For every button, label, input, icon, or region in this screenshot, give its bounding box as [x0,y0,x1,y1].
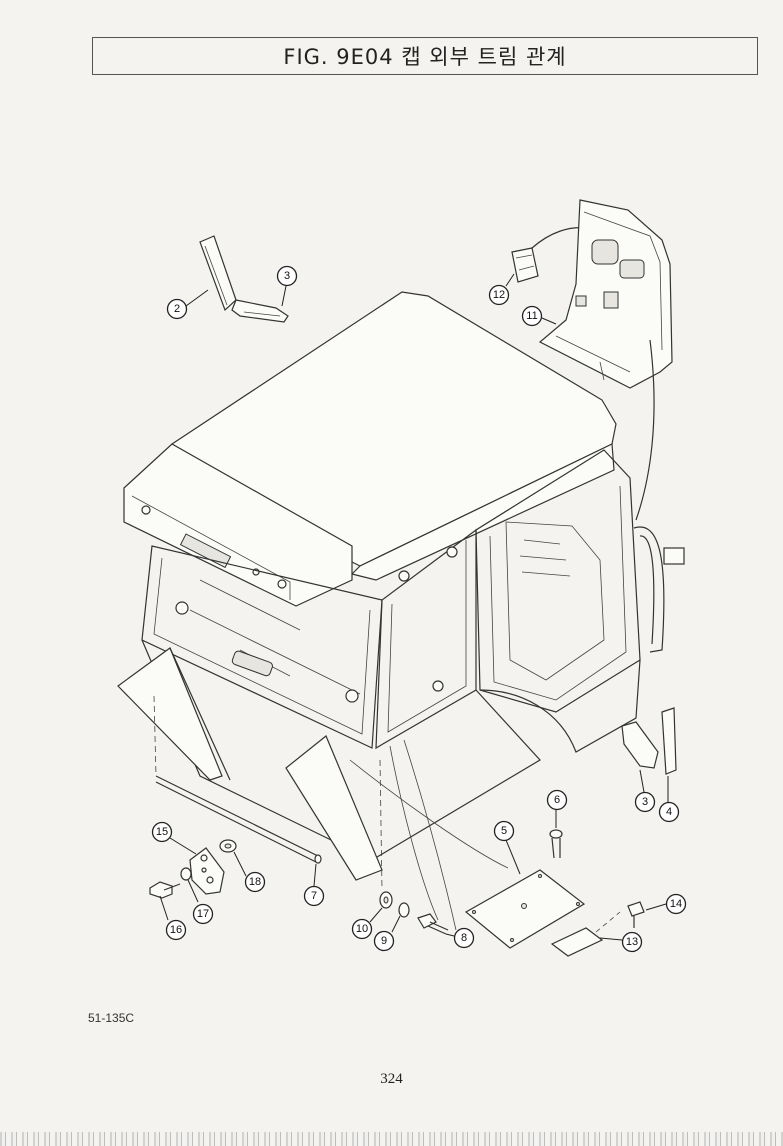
callout-15: 15 [151,821,173,843]
callout-label: 12 [493,289,505,301]
page-number: 324 [380,1071,403,1087]
callout-14: 14 [665,893,687,915]
callout-label: 14 [670,898,682,910]
part-2-trim-strip [199,235,237,312]
callout-label: 8 [461,932,467,944]
part-3-trim-cap-top [231,299,289,323]
callout-16: 16 [165,919,187,941]
part-12-bracket [511,227,587,283]
callout-label: 7 [311,890,317,902]
callout-18: 18 [244,871,266,893]
callout-label: 2 [174,303,180,315]
callout-label: 18 [249,876,261,888]
callout-label: 3 [284,270,290,282]
part-13-cover-plate [550,927,604,957]
callout-label: 4 [666,806,672,818]
callout-label: 15 [156,826,168,838]
part-7-rod [155,775,322,864]
callout-12: 12 [488,284,510,306]
callout-label: 5 [501,825,507,837]
drawing-code: 51-135C [88,1011,135,1025]
callout-label: 13 [626,936,638,948]
callout-10: 10 [351,918,373,940]
figure-title: FIG. 9E04 캡 외부 트림 관계 [92,37,758,75]
callout-6: 6 [546,789,568,811]
callout-label: 16 [170,924,182,936]
callout-2: 2 [166,298,188,320]
callout-7: 7 [303,885,325,907]
part-9-washer [398,902,410,918]
part-14-bolt [627,901,645,928]
callout-label: 3 [642,796,648,808]
callout-label: 6 [554,794,560,806]
callout-3: 3 [276,265,298,287]
part-10-washer [379,891,393,909]
front-header-panel [123,443,353,607]
part-3-trim-cap-right [621,721,659,769]
callout-label: 17 [197,908,209,920]
cab-body-frame [117,449,685,881]
part-4-trim-strip [661,707,677,775]
callout-4: 4 [658,801,680,823]
part-11-rear-panel [538,199,673,521]
part-5-floor-plate [464,869,586,949]
assembly-lines [153,695,621,933]
callout-3: 3 [634,791,656,813]
part-18-spacer [219,839,237,853]
callout-label: 11 [526,310,537,322]
part-17-washer [180,867,192,881]
callout-label: 10 [356,923,368,935]
part-6-screw [549,829,563,859]
callout-13: 13 [621,931,643,953]
part-8-bolt [417,913,449,935]
callout-11: 11 [521,305,543,327]
callout-5: 5 [493,820,515,842]
callout-8: 8 [453,927,475,949]
callout-label: 9 [381,935,387,947]
callout-9: 9 [373,930,395,952]
scan-edge-strip [0,1132,783,1146]
part-16-bolt [149,881,181,899]
part-15-mounting-plate [189,847,225,895]
leader-lines [159,273,669,941]
callout-17: 17 [192,903,214,925]
